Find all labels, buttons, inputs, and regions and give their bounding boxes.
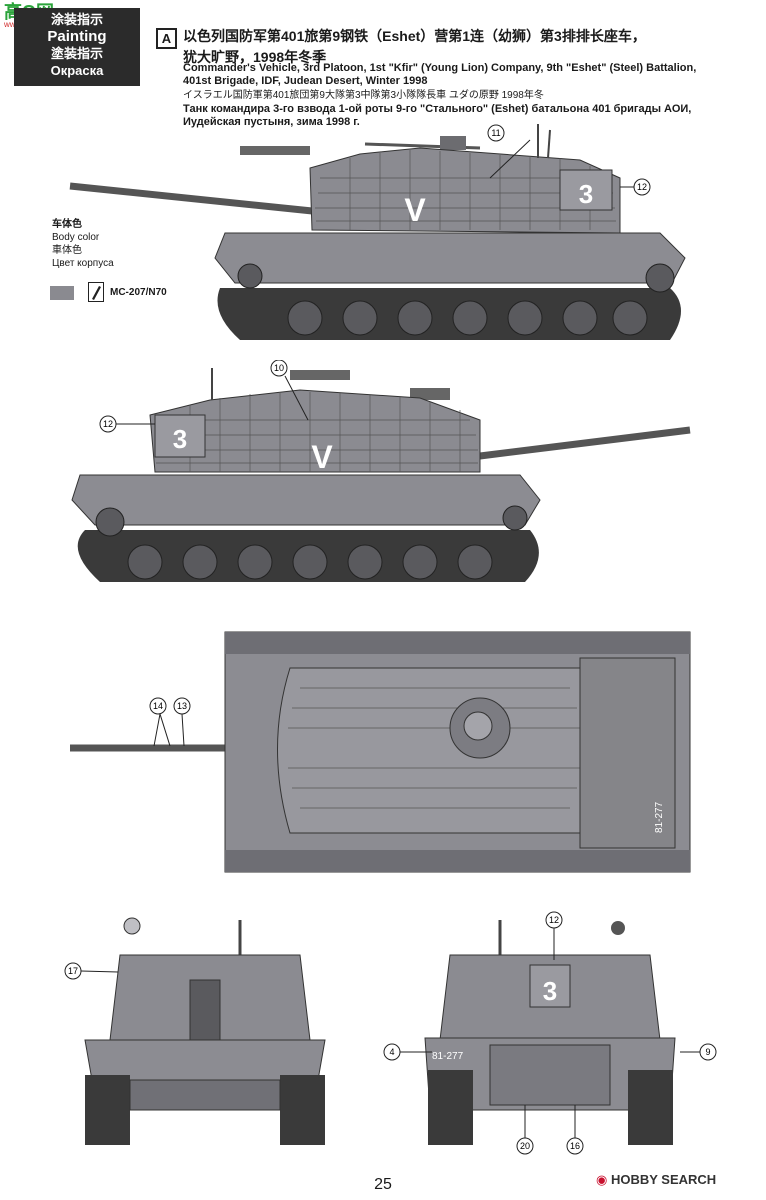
- callout-20: [516, 1137, 534, 1155]
- tank-front-view: 17: [64, 917, 326, 1145]
- turret-number-right: 3: [173, 424, 187, 454]
- callout-11: [487, 124, 505, 142]
- title-ru: Танк командира 3-го взвода 1-ой роты 9-г…: [183, 103, 692, 128]
- svg-text:10: 10: [274, 363, 284, 373]
- svg-text:13: 13: [177, 701, 187, 711]
- svg-text:12: 12: [103, 419, 113, 429]
- hull-front: [84, 1039, 326, 1081]
- hobby-search-icon: ◉: [596, 1172, 611, 1187]
- svg-text:4: 4: [389, 1047, 394, 1057]
- turret-number: 3: [579, 179, 593, 209]
- turret: [309, 147, 621, 234]
- brush-icon: [88, 282, 104, 302]
- turret-right: [149, 389, 481, 473]
- svg-text:16: 16: [570, 1141, 580, 1151]
- plate-rear: 81-277: [432, 1051, 464, 1062]
- callout-12-rear: [545, 911, 563, 929]
- svg-text:11: 11: [491, 128, 500, 138]
- main-gun: [69, 182, 323, 216]
- svg-text:9: 9: [705, 1047, 710, 1057]
- main-gun-right: [479, 426, 691, 460]
- callout-17: [64, 962, 82, 980]
- tag-ru: Окраска: [50, 63, 104, 78]
- tag-cn: 涂装指示: [50, 12, 103, 27]
- svg-text:20: 20: [520, 1141, 530, 1151]
- hull-right: [71, 474, 541, 526]
- tank-left-side-view: 3 V 11 12: [69, 124, 686, 340]
- right-track-rear: [628, 1070, 673, 1145]
- page-number: 25: [374, 1176, 392, 1193]
- body-color-legend: 车体色 Body color 車体色 Цвет корпуса: [52, 218, 114, 270]
- paint-code: MC-207/N70: [110, 287, 167, 298]
- callout-13: [173, 697, 191, 715]
- tank-right-side-view: 3 V 10 12: [71, 360, 691, 582]
- chevron-marking: V: [404, 192, 426, 228]
- turret-number-rear: 3: [543, 976, 557, 1006]
- track: [217, 288, 681, 340]
- section-tag: 涂装指示 Painting 塗装指示 Окраска: [14, 8, 140, 86]
- plate-top: 81-277: [654, 801, 665, 833]
- legend-jp: 車体色: [52, 245, 82, 256]
- chevron-marking-right: V: [311, 439, 333, 475]
- color-swatch: [50, 286, 74, 300]
- legend-en: Body color: [52, 232, 100, 243]
- callout-4: [383, 1043, 401, 1061]
- title-en: Commander's Vehicle, 3rd Platoon, 1st "K…: [183, 62, 697, 87]
- title-cn-2: 犹大旷野，1998年冬季: [183, 49, 327, 65]
- left-track-front: [85, 1075, 130, 1145]
- title-cn: 以色列国防军第401旅第9钢铁（Eshet）营第1连（幼狮）第3排排长座车，: [183, 28, 646, 44]
- tank-top-view: 81-277 14 13: [70, 631, 691, 873]
- callout-12-right: [99, 415, 117, 433]
- svg-text:17: 17: [68, 966, 78, 976]
- left-track-rear: [428, 1070, 473, 1145]
- svg-text:14: 14: [153, 701, 163, 711]
- svg-text:12: 12: [637, 182, 647, 192]
- title-jp: イスラエル国防軍第401旅団第9大隊第3中隊第3小隊隊長車 ユダの原野 1998…: [183, 90, 544, 101]
- callout-10: [270, 360, 288, 377]
- legend-ru: Цвет корпуса: [52, 258, 114, 269]
- callout-16: [566, 1137, 584, 1155]
- callout-9: [699, 1043, 717, 1061]
- tank-rear-view: 3 81-277 12 4 9 20 16: [383, 911, 717, 1155]
- legend-cn: 车体色: [52, 219, 82, 230]
- callout-12: [633, 178, 651, 196]
- right-track-front: [280, 1075, 325, 1145]
- tag-jp: 塗装指示: [50, 46, 103, 61]
- tag-en: Painting: [47, 28, 107, 45]
- variant-letter: A: [156, 28, 177, 49]
- callout-14: [149, 697, 167, 715]
- svg-text:12: 12: [549, 915, 559, 925]
- hobby-search-logo: ◉ HOBBY SEARCH: [596, 1172, 717, 1187]
- hull: [214, 232, 686, 284]
